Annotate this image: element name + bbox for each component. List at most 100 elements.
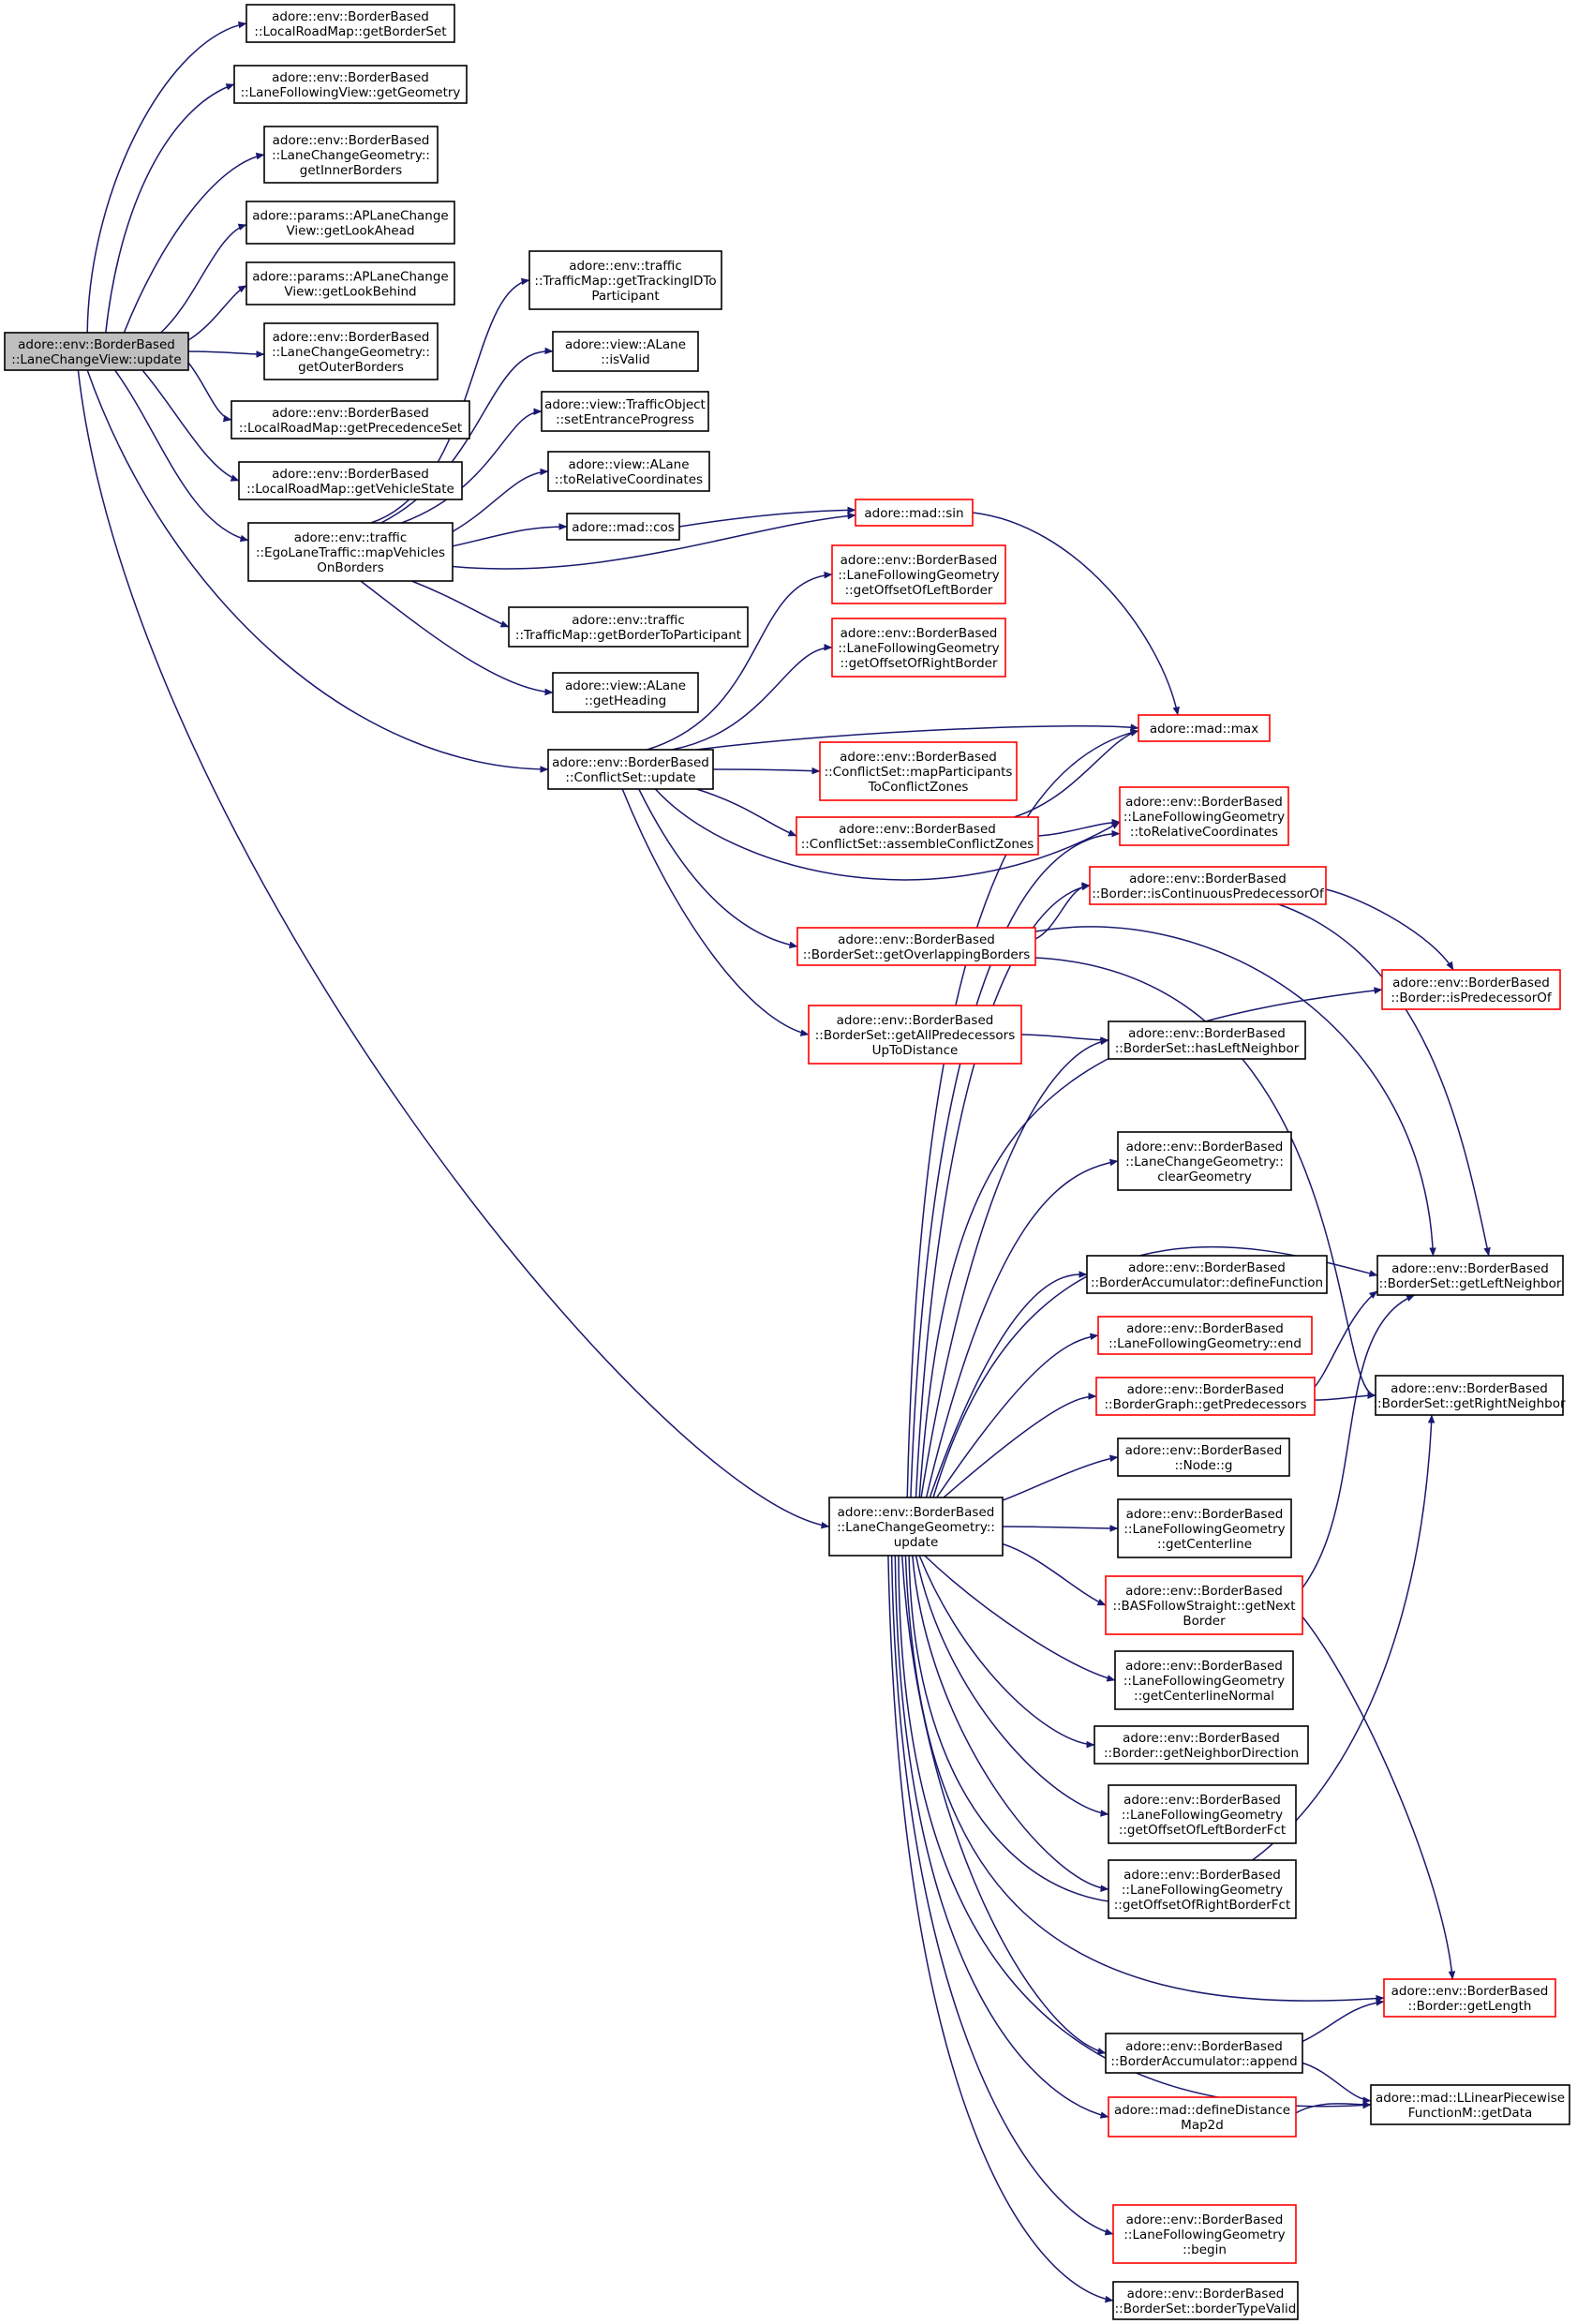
node-label-line: ::ConflictSet::assembleConflictZones bbox=[801, 837, 1034, 852]
graph-node-getPrecedenceSet[interactable]: adore::env::BorderBased::LocalRoadMap::g… bbox=[231, 400, 470, 439]
node-label-line: adore::env::BorderBased bbox=[1391, 1984, 1549, 1999]
node-box bbox=[245, 261, 455, 305]
graph-node-getNextBorder[interactable]: adore::env::BorderBased::BASFollowStraig… bbox=[1105, 1575, 1303, 1635]
graph-node-getNeighborDir[interactable]: adore::env::BorderBased::Border::getNeig… bbox=[1093, 1725, 1309, 1765]
node-box bbox=[1117, 1131, 1292, 1191]
graph-node-getOverlapping[interactable]: adore::env::BorderBased::BorderSet::getO… bbox=[796, 927, 1036, 966]
graph-node-lfgBegin[interactable]: adore::env::BorderBased::LaneFollowingGe… bbox=[1112, 2204, 1297, 2264]
graph-node-getCenterlineNormal[interactable]: adore::env::BorderBased::LaneFollowingGe… bbox=[1114, 1650, 1294, 1710]
node-label-line: ::BorderSet::borderTypeValid bbox=[1115, 2302, 1297, 2317]
node-label-line: ::TrafficMap::getTrackingIDTo bbox=[534, 274, 716, 289]
node-label-line: adore::env::BorderBased bbox=[272, 70, 429, 85]
graph-node-toRelCoordsALane[interactable]: adore::view::ALane::toRelativeCoordinate… bbox=[547, 451, 710, 492]
node-box bbox=[1095, 1377, 1316, 1416]
node-label-line: adore::env::BorderBased bbox=[838, 932, 995, 947]
call-edge-path bbox=[1314, 1392, 1376, 1401]
node-label-line: ::toRelativeCoordinates bbox=[1130, 825, 1278, 840]
graph-node-nodeG[interactable]: adore::env::BorderBased::Node::g bbox=[1117, 1438, 1290, 1477]
graph-node-getInnerBorders[interactable]: adore::env::BorderBased::LaneChangeGeome… bbox=[263, 126, 439, 184]
node-box bbox=[1097, 1316, 1313, 1355]
graph-node-getVehicleState[interactable]: adore::env::BorderBased::LocalRoadMap::g… bbox=[238, 461, 463, 500]
graph-node-defineFunction[interactable]: adore::env::BorderBased::BorderAccumulat… bbox=[1086, 1255, 1328, 1294]
call-edge-mapVehicles-to-cos bbox=[452, 523, 568, 547]
call-edge-path bbox=[1034, 957, 1376, 1399]
call-edge-path bbox=[1037, 818, 1121, 837]
graph-node-getOffsetLeftFct[interactable]: adore::env::BorderBased::LaneFollowingGe… bbox=[1108, 1784, 1297, 1844]
graph-node-cos[interactable]: adore::mad::cos bbox=[566, 513, 680, 541]
call-edge-path bbox=[920, 1037, 1109, 1498]
graph-node-isValid[interactable]: adore::view::ALane::isValid bbox=[552, 331, 699, 372]
graph-node-assembleCZ[interactable]: adore::env::BorderBased::ConflictSet::as… bbox=[796, 816, 1039, 856]
node-box bbox=[819, 741, 1018, 801]
graph-node-setEntrance[interactable]: adore::view::TrafficObject::setEntranceP… bbox=[541, 391, 709, 432]
node-box bbox=[1117, 1438, 1290, 1477]
graph-node-hasLeft[interactable]: adore::env::BorderBased::BorderSet::hasL… bbox=[1108, 1020, 1306, 1060]
graph-node-isContPred[interactable]: adore::env::BorderBased::Border::isConti… bbox=[1089, 866, 1327, 905]
call-edge-path bbox=[187, 350, 265, 358]
graph-node-getBorderToPart[interactable]: adore::env::traffic::TrafficMap::getBord… bbox=[508, 606, 749, 648]
node-label-line: adore::env::BorderBased bbox=[841, 626, 998, 641]
graph-node-getHeading[interactable]: adore::view::ALane::getHeading bbox=[552, 672, 699, 713]
graph-node-append[interactable]: adore::env::BorderBased::BorderAccumulat… bbox=[1105, 2033, 1303, 2074]
call-edge-path bbox=[671, 644, 833, 751]
call-edge-getAllPred-to-hasLeft bbox=[1020, 1034, 1109, 1044]
call-edge-path bbox=[924, 1555, 1116, 1682]
node-label-line: ::isValid bbox=[601, 352, 649, 367]
node-label-line: ::getOffsetOfLeftBorderFct bbox=[1119, 1823, 1286, 1838]
graph-node-lfvGetGeometry[interactable]: adore::env::BorderBased::LaneFollowingVi… bbox=[233, 65, 468, 104]
graph-node-getOffsetLeft[interactable]: adore::env::BorderBased::LaneFollowingGe… bbox=[831, 544, 1006, 604]
node-label-line: ToConflictZones bbox=[868, 780, 969, 795]
node-label-line: ::LaneFollowingGeometry bbox=[1123, 810, 1285, 825]
node-label-line: adore::env::BorderBased bbox=[1391, 1261, 1549, 1276]
node-box bbox=[263, 126, 439, 184]
graph-node-isPred[interactable]: adore::env::BorderBased::Border::isPrede… bbox=[1381, 969, 1561, 1010]
graph-node-mapParticipants[interactable]: adore::env::BorderBased::ConflictSet::ma… bbox=[819, 741, 1018, 801]
graph-node-lfgEnd[interactable]: adore::env::BorderBased::LaneFollowingGe… bbox=[1097, 1316, 1313, 1355]
node-label-line: ::Border::getLength bbox=[1408, 1999, 1532, 2014]
graph-node-sin[interactable]: adore::mad::sin bbox=[855, 499, 974, 527]
node-label-line: ::BorderAccumulator::defineFunction bbox=[1091, 1275, 1323, 1290]
node-label-line: ::getCenterlineNormal bbox=[1134, 1689, 1274, 1704]
call-edge-path bbox=[1002, 1454, 1119, 1501]
call-edge-path bbox=[894, 1555, 1109, 2119]
node-box bbox=[245, 4, 455, 43]
graph-node-getLength[interactable]: adore::env::BorderBased::Border::getLeng… bbox=[1383, 1978, 1556, 2018]
graph-node-getLeftNeighbor[interactable]: adore::env::BorderBased::BorderSet::getL… bbox=[1376, 1255, 1564, 1296]
node-label-line: View::getLookBehind bbox=[284, 285, 416, 300]
node-label-line: ::BorderAccumulator::append bbox=[1110, 2054, 1297, 2069]
graph-node-mapVehicles[interactable]: adore::env::traffic::EgoLaneTraffic::map… bbox=[247, 522, 454, 582]
call-edge-path bbox=[86, 21, 247, 334]
call-edge-root-to-getBorderSet bbox=[86, 21, 247, 334]
graph-node-lfgToRel[interactable]: adore::env::BorderBased::LaneFollowingGe… bbox=[1119, 786, 1289, 846]
graph-node-csUpdate[interactable]: adore::env::BorderBased::ConflictSet::up… bbox=[547, 749, 714, 790]
graph-node-borderTypeValid[interactable]: adore::env::BorderBased::BorderSet::bord… bbox=[1112, 2281, 1299, 2320]
graph-node-getPredecessors[interactable]: adore::env::BorderBased::BorderGraph::ge… bbox=[1095, 1377, 1316, 1416]
call-edge-path bbox=[647, 571, 833, 751]
graph-node-getAllPred[interactable]: adore::env::BorderBased::BorderSet::getA… bbox=[808, 1005, 1022, 1065]
graph-node-getTrackingID[interactable]: adore::env::traffic::TrafficMap::getTrac… bbox=[528, 250, 722, 310]
call-edge-path bbox=[123, 152, 265, 334]
call-edge-path bbox=[370, 277, 530, 524]
graph-node-getOffsetRightFct[interactable]: adore::env::BorderBased::LaneFollowingGe… bbox=[1108, 1859, 1297, 1919]
call-edge-path bbox=[712, 767, 821, 775]
node-box bbox=[828, 1497, 1004, 1557]
graph-node-getLookBehind[interactable]: adore::params::APLaneChangeView::getLook… bbox=[245, 261, 455, 305]
call-edge-path bbox=[1295, 2101, 1372, 2114]
graph-node-getData[interactable]: adore::mad::LLinearPiecewiseFunctionM::g… bbox=[1370, 2084, 1570, 2125]
call-edge-csUpdate-to-assembleCZ bbox=[696, 788, 797, 837]
node-label-line: adore::env::BorderBased bbox=[1125, 1443, 1283, 1458]
graph-node-getRightNeighbor[interactable]: adore::env::BorderBased::BorderSet::getR… bbox=[1374, 1375, 1566, 1416]
graph-node-getOuterBorders[interactable]: adore::env::BorderBased::LaneChangeGeome… bbox=[263, 322, 439, 380]
graph-node-getBorderSet[interactable]: adore::env::BorderBased::LocalRoadMap::g… bbox=[245, 4, 455, 43]
graph-node-max[interactable]: adore::mad::max bbox=[1138, 714, 1271, 742]
call-edge-mapVehicles-to-setEntrance bbox=[401, 408, 543, 524]
graph-node-root[interactable]: adore::env::BorderBased::LaneChangeView:… bbox=[4, 332, 189, 371]
graph-node-getLookAhead[interactable]: adore::params::APLaneChangeView::getLook… bbox=[245, 201, 455, 245]
call-edge-getPredecessors-to-getLeftNeighbor bbox=[1314, 1290, 1378, 1388]
graph-node-clearGeometry[interactable]: adore::env::BorderBased::LaneChangeGeome… bbox=[1117, 1131, 1292, 1191]
graph-node-getCenterline[interactable]: adore::env::BorderBased::LaneFollowingGe… bbox=[1117, 1498, 1292, 1558]
graph-node-lcgUpdate[interactable]: adore::env::BorderBased::LaneChangeGeome… bbox=[828, 1497, 1004, 1557]
graph-node-getOffsetRight[interactable]: adore::env::BorderBased::LaneFollowingGe… bbox=[831, 618, 1006, 678]
